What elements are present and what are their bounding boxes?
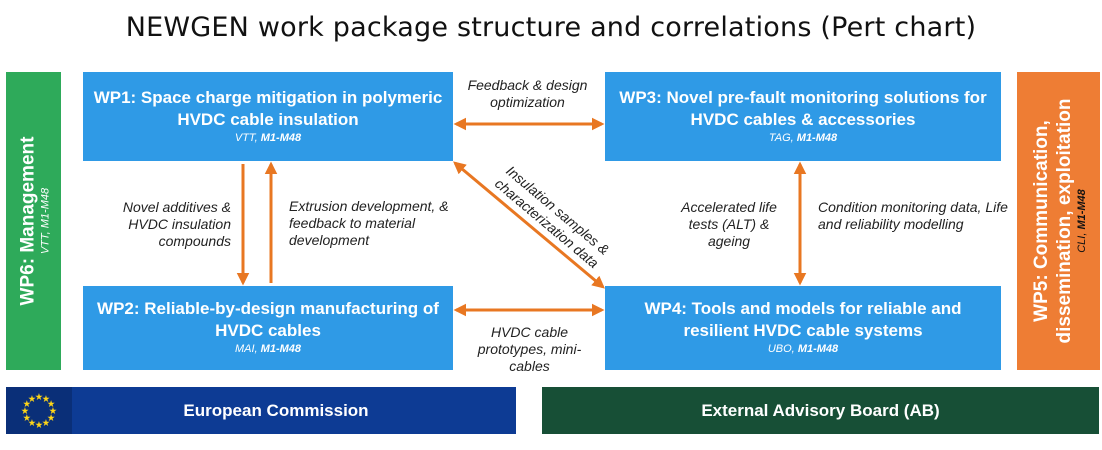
eu-star: ★: [48, 400, 56, 409]
eu-star: ★: [35, 421, 43, 430]
european-commission-label: European Commission: [183, 400, 369, 420]
eu-star: ★: [21, 407, 29, 416]
wp6-management-box: WP6: Management VTT, M1-M48: [6, 72, 61, 370]
wp3-box: WP3: Novel pre-fault monitoring solution…: [605, 72, 1001, 161]
note-wp1-wp3: Feedback & design optimization: [467, 77, 588, 110]
note-wp2-to-wp1: Extrusion development, & feedback to mat…: [289, 198, 449, 248]
wp2-sub: MAI, M1-M48: [234, 343, 302, 355]
wp4-sub: UBO, M1-M48: [767, 343, 839, 355]
wp1-sub: VTT, M1-M48: [234, 132, 302, 144]
wp2-box: WP2: Reliable-by-design manufacturing of…: [83, 286, 453, 370]
eu-flag-icon: ★★★★★★★★★★★★: [6, 387, 72, 434]
wp5-communication-box: WP5: Communication, dissemination, explo…: [1017, 72, 1100, 370]
eu-star: ★: [42, 394, 50, 403]
wp4-name: WP4: Tools and models for reliable and r…: [644, 299, 962, 340]
note-wp3-wp4-right: Condition monitoring data, Life and reli…: [818, 199, 1008, 232]
eu-star: ★: [23, 400, 31, 409]
eu-star: ★: [28, 419, 36, 428]
note-wp3-wp4-left: Accelerated life tests (ALT) & ageing: [681, 199, 777, 249]
european-commission-bar: ★★★★★★★★★★★★ European Commission: [6, 387, 516, 434]
wp3-name: WP3: Novel pre-fault monitoring solution…: [619, 88, 987, 129]
eu-star: ★: [42, 419, 50, 428]
note-wp2-wp4: HVDC cable prototypes, mini-cables: [477, 324, 582, 374]
arrow-wp1-wp4: [453, 161, 605, 289]
note-wp1-to-wp2: Novel additives & HVDC insulation compou…: [122, 199, 231, 249]
advisory-board-bar: External Advisory Board (AB): [542, 387, 1099, 434]
eu-star: ★: [35, 393, 43, 402]
advisory-board-label: External Advisory Board (AB): [701, 400, 940, 420]
wp3-sub: TAG, M1-M48: [768, 132, 838, 144]
page-title: NEWGEN work package structure and correl…: [125, 12, 977, 43]
eu-star: ★: [23, 414, 31, 423]
eu-star: ★: [49, 407, 57, 416]
wp1-box: WP1: Space charge mitigation in polymeri…: [83, 72, 453, 161]
eu-star: ★: [48, 414, 56, 423]
wp2-name: WP2: Reliable-by-design manufacturing of…: [97, 299, 439, 340]
wp1-name: WP1: Space charge mitigation in polymeri…: [93, 88, 443, 129]
wp4-box: WP4: Tools and models for reliable and r…: [605, 286, 1001, 370]
eu-star: ★: [28, 394, 36, 403]
